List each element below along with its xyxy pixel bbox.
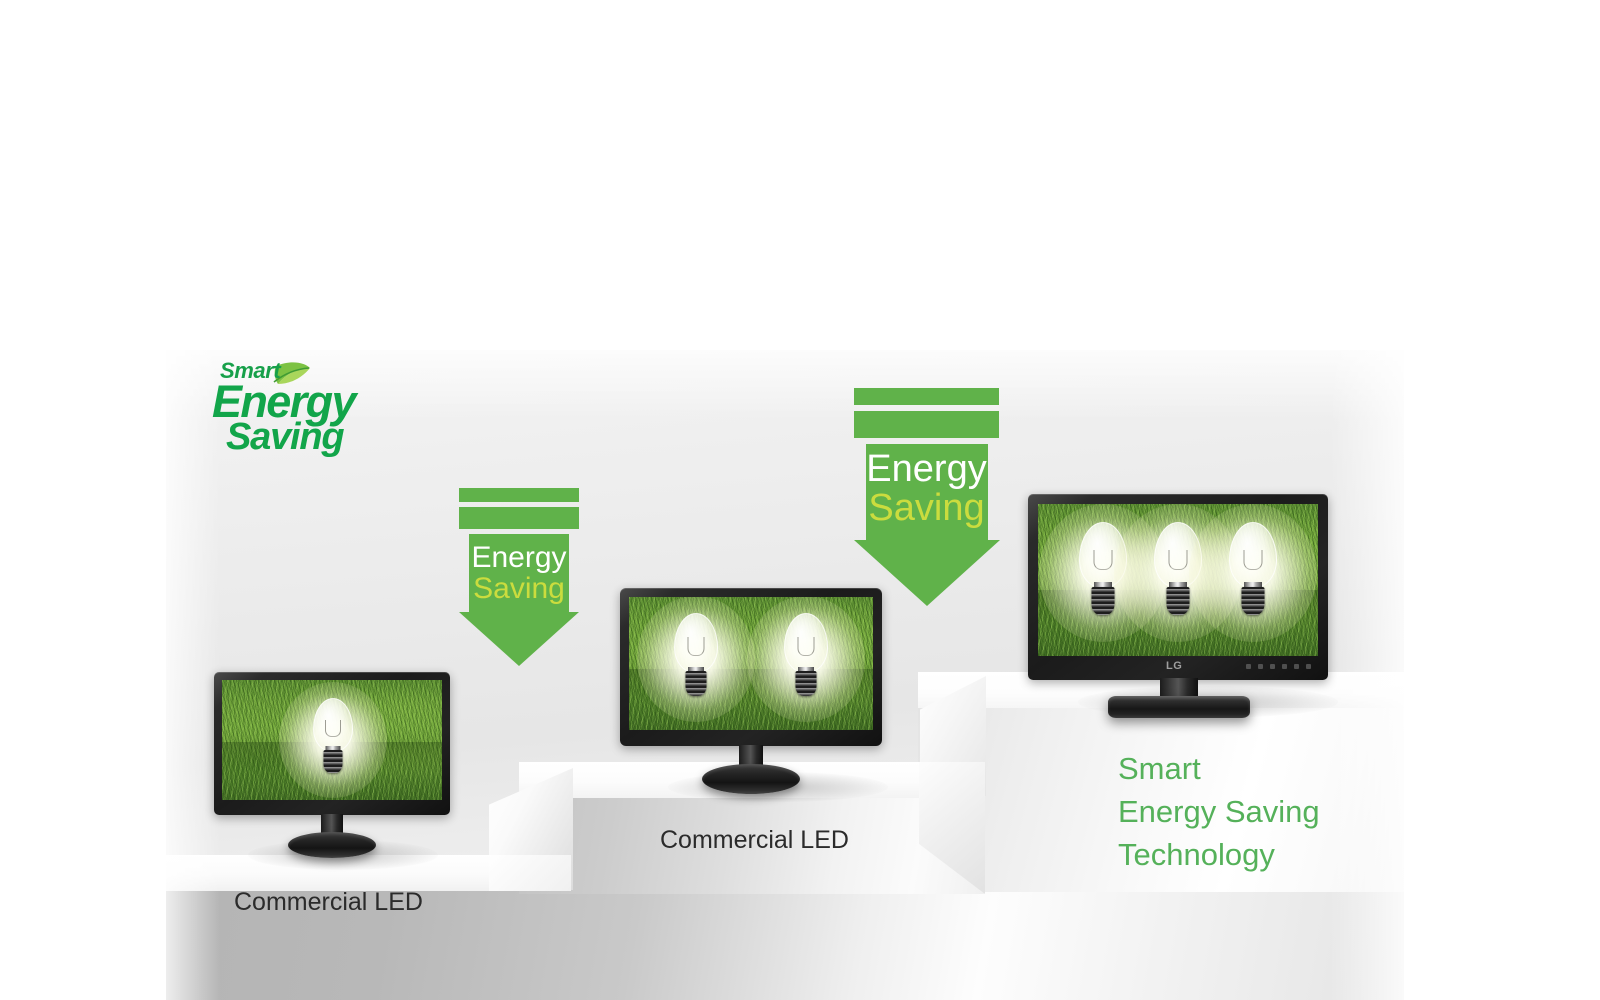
bulb-neck (1094, 582, 1112, 588)
headline-smart-energy-saving-technology: Smart Energy Saving Technology (1118, 748, 1320, 876)
light-bulb (637, 597, 755, 722)
monitor-middle-stand-base (702, 764, 800, 794)
light-bulb (1189, 504, 1317, 642)
monitor-left-stand-base (288, 832, 376, 858)
headline-line-1: Smart (1118, 751, 1201, 786)
leaf-icon (273, 362, 310, 384)
bulb-neck (325, 746, 341, 751)
step-left-corner-bevel (489, 855, 571, 891)
light-bulb (279, 682, 387, 798)
arrow-small-label-energy: Energy (471, 541, 567, 574)
arrow-small-bar-top (459, 488, 579, 502)
monitor-right-stand-base (1108, 696, 1250, 718)
caption-left-commercial-led: Commercial LED (234, 888, 423, 916)
bulb-filament (1243, 550, 1263, 570)
smart-energy-saving-logo: Smart Energy Saving (212, 358, 402, 458)
arrow-small-label: Energy Saving (459, 541, 579, 605)
step-middle-front-face (519, 790, 984, 894)
headline-line-3: Technology (1118, 836, 1275, 872)
monitor-middle-screen (629, 597, 873, 730)
scene-left-fade (150, 350, 220, 1000)
bulb-filament (687, 637, 705, 656)
bezel-button[interactable] (1258, 664, 1263, 669)
bulb-neck (1244, 582, 1262, 588)
caption-middle-commercial-led: Commercial LED (660, 826, 849, 854)
bezel-button[interactable] (1270, 664, 1275, 669)
arrow-small: Energy Saving (459, 488, 579, 666)
arrow-large-label: Energy Saving (854, 450, 999, 528)
monitor-right-screen (1038, 504, 1318, 656)
logo-text-saving: Saving (226, 416, 345, 458)
monitor-left-screen (222, 680, 442, 800)
lg-brand-logo: LG (1166, 660, 1183, 672)
light-bulb (747, 597, 865, 722)
logo-text-energy: Energy (212, 376, 357, 427)
bulb-filament (325, 720, 341, 737)
arrow-large-shaft (865, 444, 988, 540)
step-right-front-face (918, 700, 1404, 892)
bulb-screw-base (1166, 587, 1190, 615)
arrow-small-bar-second (459, 507, 579, 529)
bulb-filament (1093, 550, 1113, 570)
bulb-filament (797, 637, 815, 656)
arrow-small-label-saving: Saving (473, 571, 565, 605)
monitor-bezel-buttons[interactable] (1246, 664, 1311, 669)
arrow-large: Energy Saving (854, 388, 1000, 606)
bulb-neck (1169, 582, 1187, 588)
bezel-button[interactable] (1246, 664, 1251, 669)
bezel-button[interactable] (1294, 664, 1299, 669)
bulb-glass (313, 698, 353, 752)
scene-right-fade (1330, 350, 1420, 1000)
bulb-filament (1168, 550, 1188, 570)
arrow-large-bar-top (854, 388, 999, 405)
logo-text-smart: Smart (220, 358, 281, 383)
bezel-button[interactable] (1282, 664, 1287, 669)
bulb-neck (798, 667, 814, 672)
bulb-glass (674, 613, 718, 673)
bulb-neck (688, 667, 704, 672)
arrow-large-bar-second (854, 411, 999, 438)
headline-line-2: Energy Saving (1118, 793, 1320, 829)
bulb-screw-base (685, 671, 707, 696)
bulb-screw-base (323, 750, 343, 773)
arrow-small-head (459, 612, 579, 666)
arrow-small-shaft (469, 534, 569, 612)
bulb-screw-base (1241, 587, 1265, 615)
arrow-large-head (854, 540, 1000, 606)
bulb-screw-base (1091, 587, 1115, 615)
scene-top-fade (166, 330, 1404, 420)
arrow-large-label-energy: Energy (866, 448, 987, 490)
arrow-large-label-saving: Saving (868, 486, 985, 529)
bulb-screw-base (795, 671, 817, 696)
bezel-power-button[interactable] (1306, 664, 1311, 669)
